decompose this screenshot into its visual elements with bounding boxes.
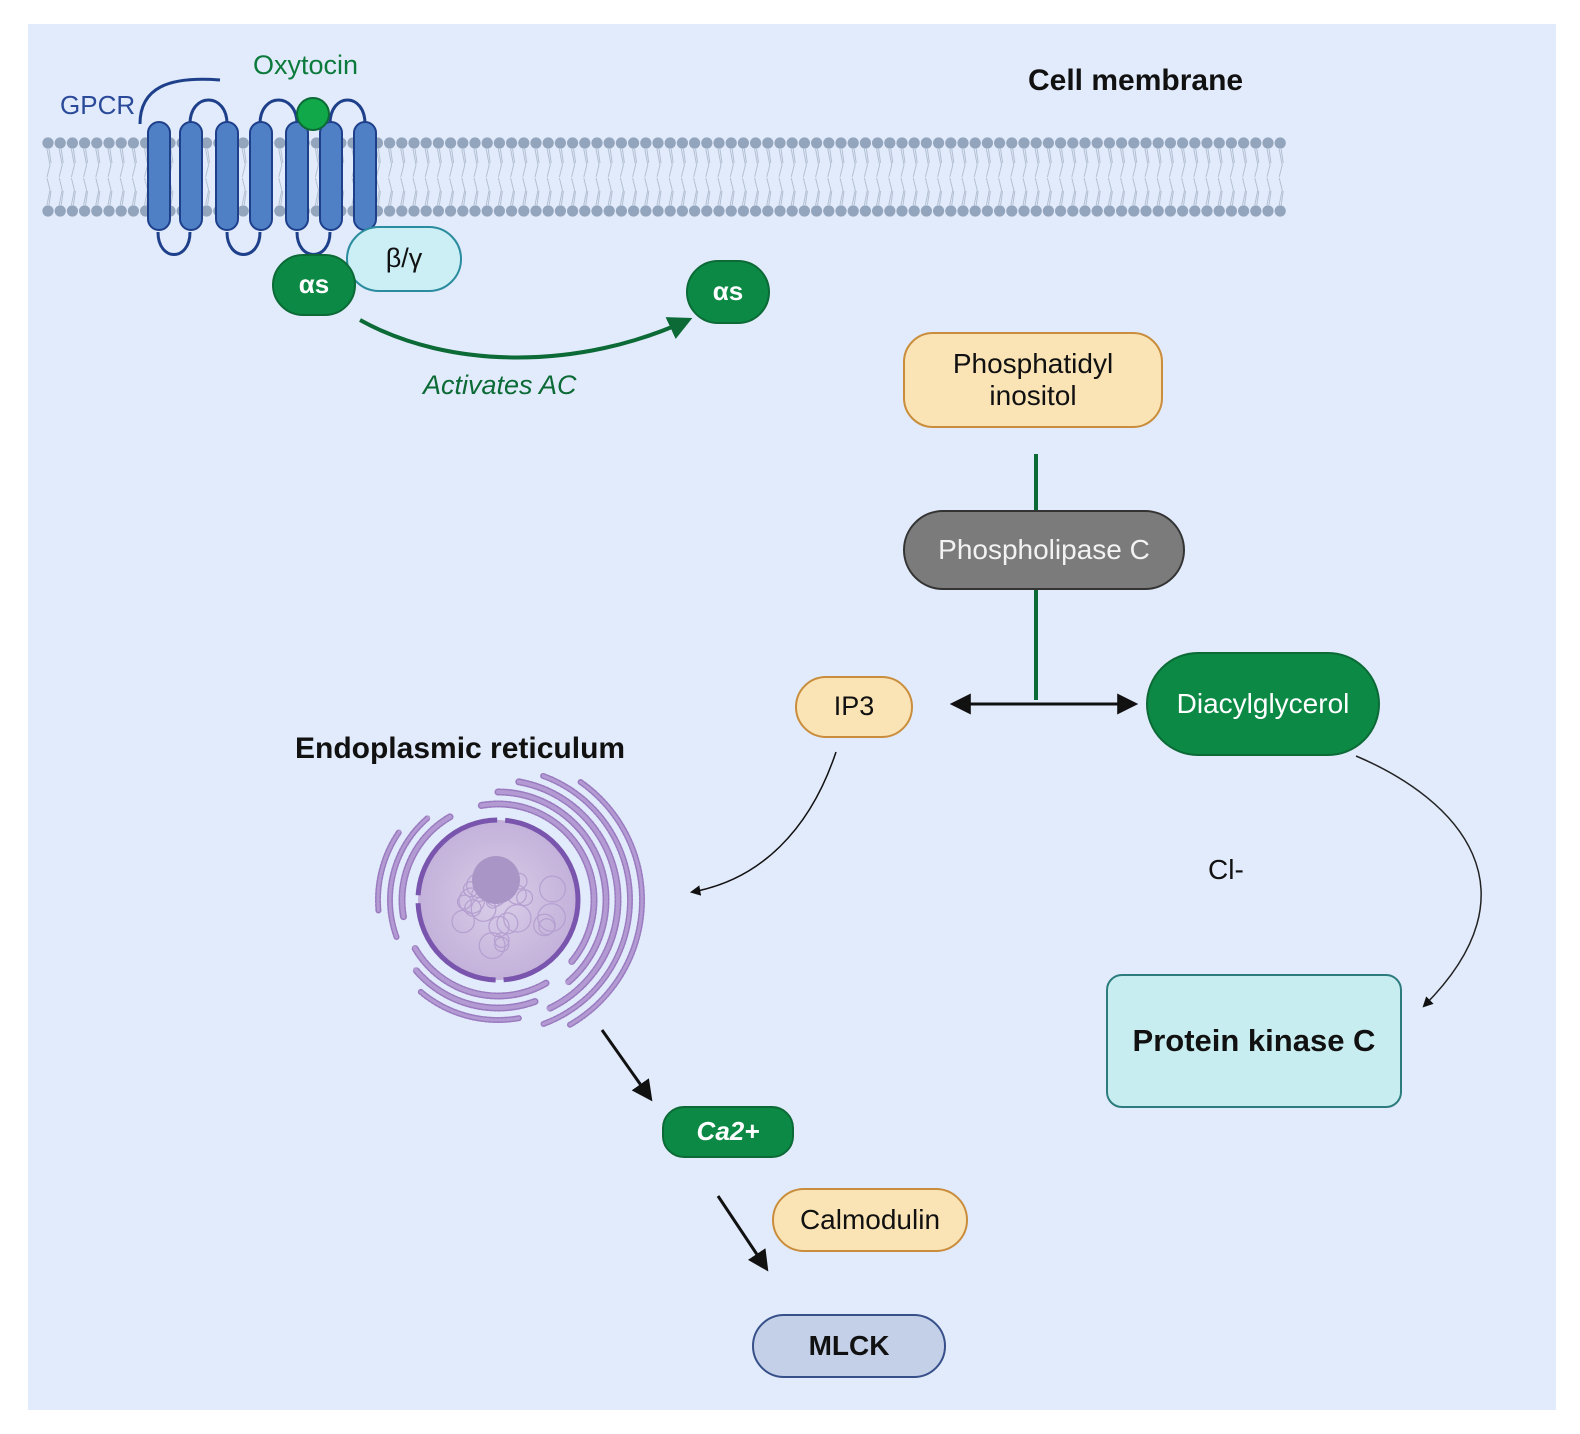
activates-ac-arrow (359, 317, 693, 360)
alpha-s-free: αs (686, 260, 770, 324)
alpha-s-bound-label: αs (298, 269, 330, 300)
mlck-label: MLCK (808, 1329, 890, 1361)
protein-kinase-c-box: Protein kinase C (1106, 974, 1402, 1108)
diacylglycerol-label: Diacylglycerol (1176, 687, 1350, 719)
chloride-label: Cl- (1208, 854, 1244, 885)
nucleolus (472, 856, 520, 904)
phospholipase-c-box: Phospholipase C (903, 510, 1185, 590)
cell-membrane-label: Cell membrane (1028, 64, 1244, 97)
calcium-box: Ca2+ (662, 1106, 794, 1158)
calmodulin-label: Calmodulin (799, 1203, 941, 1235)
protein-kinase-c-label: Protein kinase C (1132, 1023, 1376, 1059)
alpha-s-free-label: αs (712, 276, 744, 307)
endoplasmic-reticulum-label: Endoplasmic reticulum (295, 732, 626, 765)
ip3-to-er-arrow (689, 751, 837, 896)
er-to-calcium-arrow (600, 1029, 653, 1102)
ip3-label: IP3 (833, 691, 875, 722)
endoplasmic-reticulum-illustration (375, 772, 645, 1028)
gpcr-receptor (138, 77, 377, 256)
oxytocin-ligand (296, 97, 330, 131)
ip3-box: IP3 (795, 676, 913, 738)
beta-gamma-subunit: β/γ (346, 226, 462, 292)
activates-ac-label: Activates AC (423, 370, 577, 400)
phosphatidyl-inositol-box: Phosphatidyl inositol (903, 332, 1163, 428)
diacylglycerol-box: Diacylglycerol (1146, 652, 1380, 756)
phospholipase-c-label: Phospholipase C (938, 533, 1150, 565)
gpcr-label: GPCR (60, 90, 136, 120)
oxytocin-label: Oxytocin (253, 50, 359, 80)
mlck-box: MLCK (752, 1314, 946, 1378)
calcium-to-mlck-arrow (716, 1195, 769, 1272)
calmodulin-box: Calmodulin (772, 1188, 968, 1252)
beta-gamma-label: β/γ (385, 243, 423, 274)
calcium-label: Ca2+ (696, 1116, 760, 1147)
dag-to-pkc-arrow (1355, 755, 1482, 1008)
phosphatidyl-inositol-label: Phosphatidyl inositol (952, 347, 1114, 411)
alpha-s-bound: αs (272, 254, 356, 316)
